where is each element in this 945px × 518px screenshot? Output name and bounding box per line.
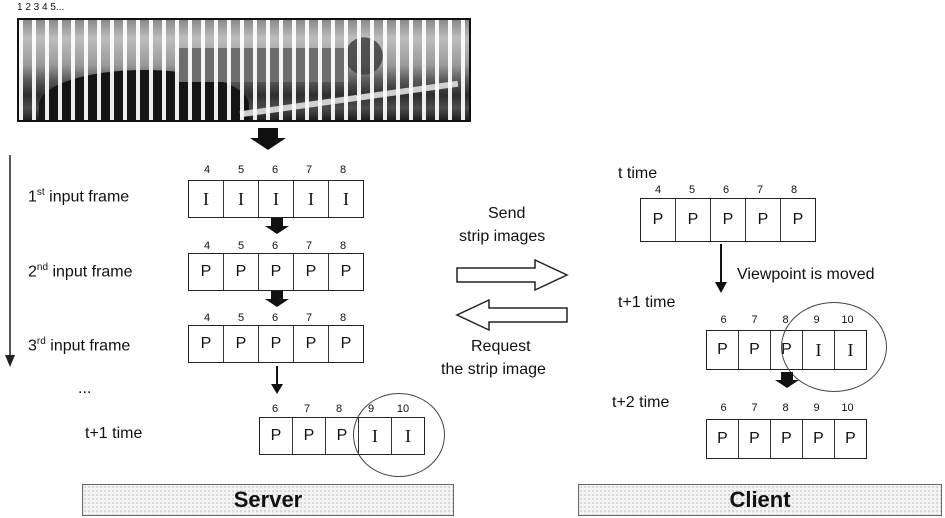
server-frame3-label: 3rd input frame	[28, 336, 130, 355]
request-text-line2: the strip image	[441, 361, 546, 379]
server-box: Server	[82, 484, 454, 516]
server-new-strips-circle	[353, 393, 445, 477]
client-t-label: t time	[618, 165, 657, 183]
time-axis-arrow	[3, 155, 17, 370]
send-text-line1: Send	[488, 205, 525, 223]
request-text-line1: Request	[471, 338, 531, 356]
client-new-strips-circle	[781, 302, 887, 392]
client-t1-label: t+1 time	[618, 294, 675, 312]
send-text-line2: strip images	[459, 228, 545, 246]
client-t2-label: t+2 time	[612, 394, 669, 412]
frame-index-label: 1 2 3 4 5...	[17, 2, 64, 13]
viewpoint-moved-label: Viewpoint is moved	[737, 266, 875, 284]
request-left-arrow	[455, 298, 570, 332]
server-arrow-3	[270, 366, 284, 396]
client-box: Client	[578, 484, 942, 516]
viewpoint-down-arrow	[714, 244, 728, 294]
server-t1-label: t+1 time	[85, 425, 142, 443]
server-frame2-label: 2nd input frame	[28, 262, 133, 281]
server-ellipsis: ...	[78, 380, 91, 398]
panorama-strip-image	[17, 18, 471, 122]
send-right-arrow	[455, 258, 570, 292]
server-frame1-label: 1st input frame	[28, 187, 129, 206]
